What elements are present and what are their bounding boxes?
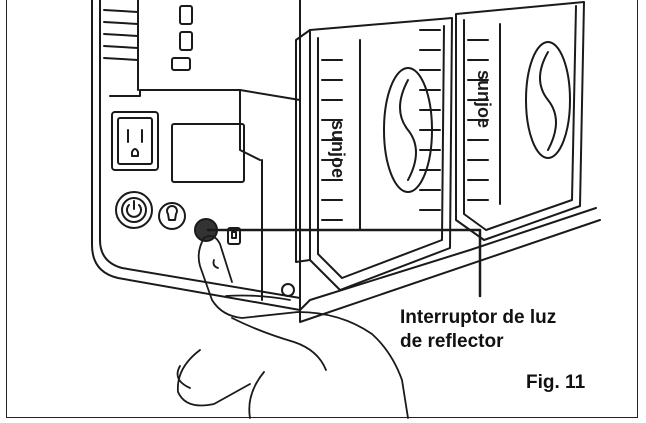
bulb-icon xyxy=(158,202,186,230)
outlet-icon xyxy=(111,111,159,171)
battery-pack-left xyxy=(295,17,453,291)
callout-line-2: de reflector xyxy=(400,331,504,352)
chassis-base xyxy=(299,207,597,311)
figure-frame xyxy=(6,0,638,418)
battery-brand-right: sunjoe xyxy=(474,70,494,128)
callout-leader-line xyxy=(206,228,482,298)
power-icon xyxy=(115,191,153,229)
display-window xyxy=(171,123,245,183)
figure-label: Fig. 11 xyxy=(526,372,586,393)
callout-line-1: Interruptor de luz xyxy=(400,307,557,328)
battery-brand-left: sunjoe xyxy=(328,120,348,178)
hand-icon xyxy=(176,235,409,419)
battery-pack-right xyxy=(455,1,585,241)
callout-label: Interruptor de luz de reflector xyxy=(400,306,556,354)
power-station-body xyxy=(91,0,301,311)
